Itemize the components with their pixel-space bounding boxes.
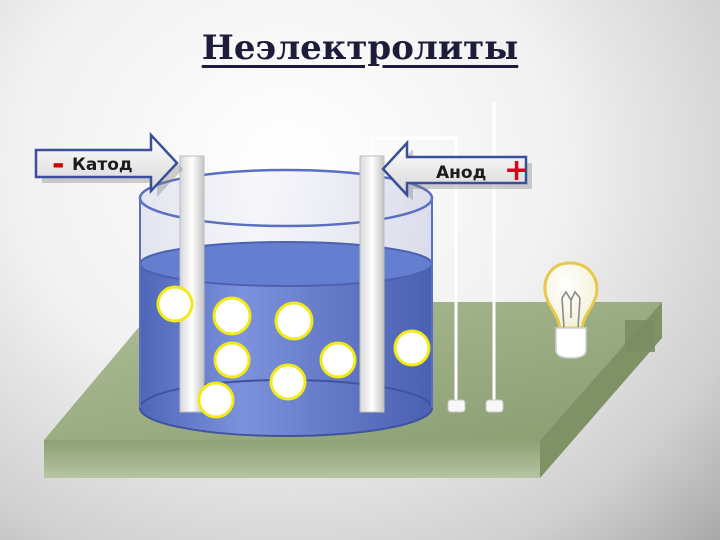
beaker [138, 168, 434, 437]
anode-arrow: Анод + [381, 139, 532, 201]
particle [213, 341, 251, 379]
particle [274, 301, 314, 341]
particle [156, 285, 194, 323]
particles [156, 285, 431, 419]
particle [212, 296, 252, 336]
particle [197, 381, 235, 419]
anode-label: Анод [436, 163, 486, 183]
cathode-electrode [179, 155, 205, 413]
particle [319, 341, 357, 379]
cathode-label: Катод [72, 155, 133, 175]
wire-terminals [447, 399, 504, 413]
particle [393, 329, 431, 367]
anode-sign: + [504, 153, 529, 188]
cathode-sign: - [52, 147, 64, 182]
slide-title: Неэлектролиты [201, 28, 519, 68]
particle [269, 363, 307, 401]
cathode-arrow: - Катод [34, 131, 183, 197]
wires [370, 102, 496, 402]
light-bulb-icon [543, 261, 599, 359]
anode-electrode [359, 155, 385, 413]
